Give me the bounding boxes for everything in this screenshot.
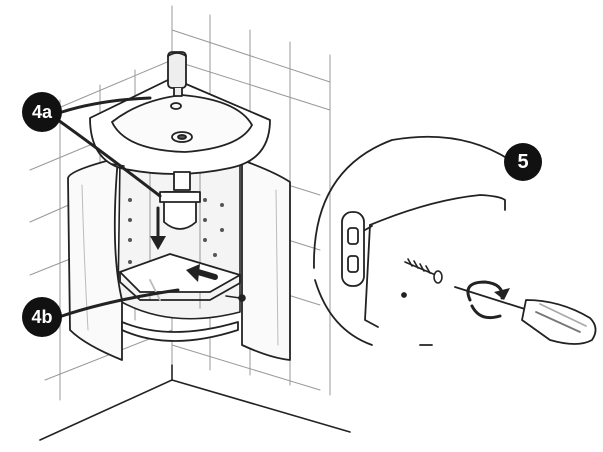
callout-line-4a-2 xyxy=(56,118,162,198)
corner-washbasin-icon xyxy=(89,77,271,175)
cabinet-door-right xyxy=(241,159,291,361)
siphon-icon xyxy=(159,171,201,230)
hole-row xyxy=(128,198,224,264)
floor-corner xyxy=(39,364,351,441)
push-arrow-icon-2 xyxy=(195,269,218,280)
faucet-icon xyxy=(167,51,187,97)
hinge-icon-detail xyxy=(341,211,365,287)
step-badge-4a: 4a xyxy=(22,92,62,132)
step-badge-5: 5 xyxy=(504,143,542,181)
cabinet-door-left xyxy=(67,157,123,361)
rotation-arrow-icon xyxy=(466,280,510,320)
screwdriver-icon xyxy=(454,286,597,345)
shelf-icon xyxy=(119,253,241,342)
cabinet-door-icon xyxy=(364,194,506,328)
callout-line-4a xyxy=(60,96,152,114)
detail-circle xyxy=(313,135,511,346)
screw-icon-detail xyxy=(404,258,443,284)
callout-line-4b xyxy=(60,288,180,318)
step-badge-4b: 4b xyxy=(22,297,62,337)
